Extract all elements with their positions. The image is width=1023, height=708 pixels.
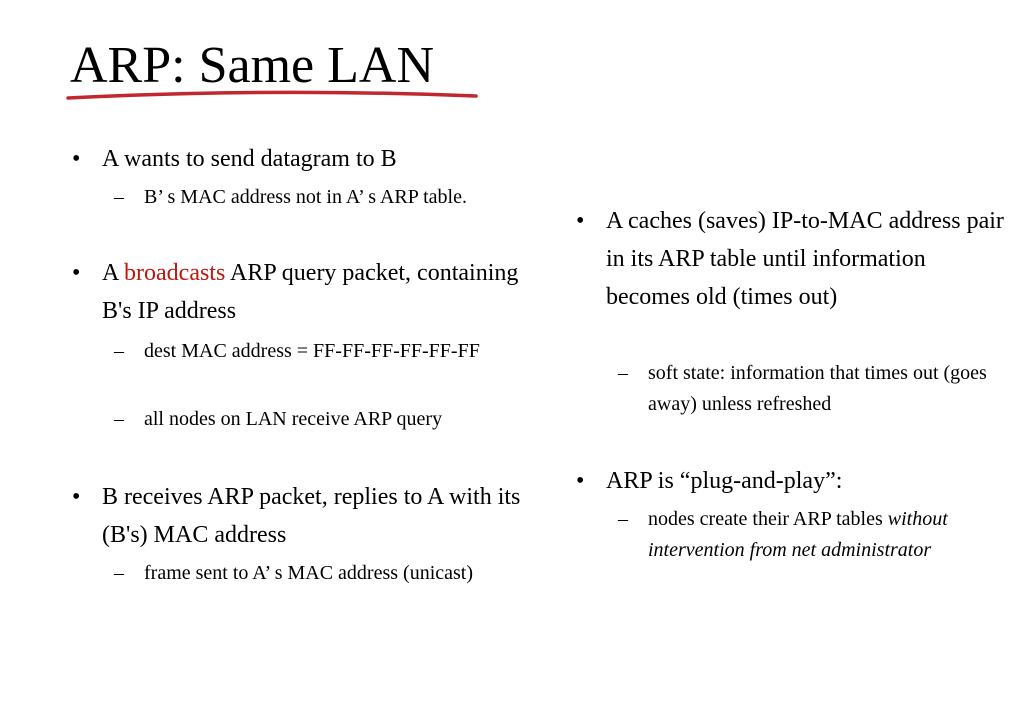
dash-icon: – [618, 508, 628, 530]
bullet-a-broadcasts: • A broadcasts ARP query packet, contain… [62, 254, 532, 330]
sub-bullet-text-italic: without intervention from net administra… [648, 508, 948, 561]
dash-icon: – [114, 340, 124, 362]
dash-icon: – [114, 408, 124, 430]
bullet-text-pre: A [102, 260, 125, 286]
bullet-text: ARP is “plug-and-play”: [606, 468, 843, 494]
sub-bullet-dest-mac: – dest MAC address = FF-FF-FF-FF-FF-FF [62, 336, 522, 367]
sub-bullet-frame-sent: – frame sent to A’ s MAC address (unicas… [62, 558, 514, 589]
bullet-icon: • [72, 146, 81, 172]
dash-icon: – [114, 186, 124, 208]
bullet-text: B receives ARP packet, replies to A with… [102, 484, 521, 548]
sub-bullet-mac-not-in-table: – B’ s MAC address not in A’ s ARP table… [62, 182, 534, 213]
bullet-icon: • [576, 208, 585, 234]
sub-bullet-text: all nodes on LAN receive ARP query [144, 408, 443, 430]
sub-bullet-all-nodes: – all nodes on LAN receive ARP query [62, 404, 504, 435]
sub-bullet-text: soft state: information that times out (… [648, 362, 987, 415]
sub-bullet-text-pre: nodes create their ARP tables [648, 508, 888, 530]
title-underline [66, 90, 478, 100]
bullet-text: A caches (saves) IP-to-MAC address pair … [606, 208, 1004, 310]
bullet-a-caches: • A caches (saves) IP-to-MAC address pai… [566, 202, 1011, 316]
dash-icon: – [618, 362, 628, 384]
sub-bullet-text: frame sent to A’ s MAC address (unicast) [144, 562, 474, 584]
dash-icon: – [114, 562, 124, 584]
broadcasts-highlight: broadcasts [124, 260, 226, 286]
sub-bullet-text: B’ s MAC address not in A’ s ARP table. [144, 186, 467, 208]
sub-bullet-soft-state: – soft state: information that times out… [566, 358, 1023, 420]
bullet-b-receives: • B receives ARP packet, replies to A wi… [62, 478, 552, 554]
sub-bullet-text: dest MAC address = FF-FF-FF-FF-FF-FF [144, 340, 480, 362]
slide-title: ARP: Same LAN [70, 37, 434, 94]
bullet-icon: • [72, 260, 81, 286]
bullet-a-wants-to-send: • A wants to send datagram to B [62, 140, 572, 178]
bullet-plug-and-play: • ARP is “plug-and-play”: [566, 462, 1011, 500]
bullet-text: A wants to send datagram to B [102, 146, 397, 172]
sub-bullet-nodes-create: – nodes create their ARP tables without … [566, 504, 1023, 566]
bullet-icon: • [576, 468, 585, 494]
bullet-text-post: ARP query packet, containing B's IP addr… [102, 260, 519, 324]
bullet-icon: • [72, 484, 81, 510]
